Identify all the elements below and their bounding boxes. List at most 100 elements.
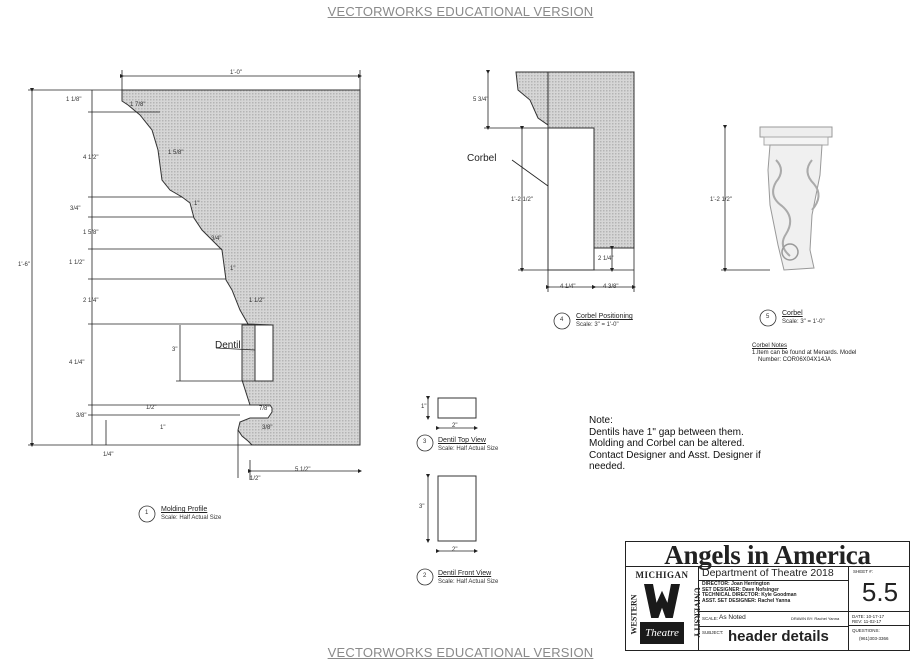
corbel-pos-label: Corbel	[467, 153, 497, 164]
dim-dentil-h: 3"	[172, 347, 178, 353]
corbel-height: 1'-2 1/2"	[710, 197, 732, 203]
molding-profile-shape	[121, 89, 361, 446]
sheet-box: SHEET #: 5.5	[848, 566, 910, 611]
scale-row: SCALE: As Noted DRAWN BY: Rachel Yanna	[699, 611, 848, 627]
logo-western: WESTERN	[629, 594, 639, 635]
corbel-pos-top: 5 3/4"	[473, 97, 489, 103]
corbel-pos-caption: Corbel Positioning Scale: 3" = 1'-0"	[576, 313, 633, 329]
dim-h1: 1 7/8"	[130, 102, 146, 108]
dentil-front-w: 2"	[452, 547, 458, 553]
logo-w-mark	[644, 584, 680, 618]
molding-caption: Molding Profile Scale: Half Actual Size	[161, 506, 221, 522]
questions-box: QUESTIONS: (961)303-3366	[848, 625, 910, 651]
questions-label: QUESTIONS:	[852, 628, 880, 633]
dim-b3: 1"	[160, 425, 166, 431]
note-line: Molding and Corbel can be altered.	[589, 438, 745, 449]
corbel-pos-caption-scale: Scale: 3" = 1'-0"	[576, 322, 619, 328]
logo-theatre: Theatre	[640, 622, 684, 644]
general-note: Note: Dentils have 1" gap between them. …	[589, 415, 761, 473]
questions-phone: (961)303-3366	[859, 636, 889, 641]
dim-h6: 1 1/2"	[249, 298, 265, 304]
note-line: Dentils have 1" gap between them.	[589, 426, 744, 438]
dept-name: Department of Theatre 2018	[699, 566, 848, 581]
corbel-notes: Corbel Notes 1.Item can be found at Mena…	[752, 343, 856, 364]
dentil-front-caption-title: Dentil Front View	[438, 570, 492, 577]
dim-b5: 1/2"	[250, 476, 261, 482]
dim-d7: 4 1/4"	[69, 360, 85, 366]
corbel-pos-w1: 4 1/4"	[560, 284, 576, 290]
corbel-caption: Corbel Scale: 3" = 1'-0"	[782, 310, 825, 326]
dim-d1: 1 1/8"	[66, 97, 82, 103]
dim-h3: 1"	[194, 201, 200, 207]
sheet-number: 5.5	[861, 577, 899, 607]
molding-caption-num: 1	[145, 510, 149, 516]
dim-d9: 1/4"	[103, 452, 114, 458]
corbel-notes-line1: 1.Item can be found at Menards. Model	[752, 350, 857, 356]
corbel-pos-body	[547, 127, 595, 271]
watermark-top: VECTORWORKS EDUCATIONAL VERSION	[327, 4, 594, 19]
dentil-top-w: 2"	[452, 423, 458, 429]
molding-caption-title: Molding Profile	[161, 506, 208, 513]
dentil-block	[254, 324, 274, 382]
dentil-top-h: 1"	[421, 404, 427, 410]
dentil-top-caption-num: 3	[423, 439, 427, 445]
dim-h5: 1"	[230, 266, 236, 272]
credit-line: DIRECTOR: Joan Herrington	[702, 581, 770, 587]
dentil-top-caption: Dentil Top View Scale: Half Actual Size	[438, 437, 498, 453]
corbel-pos-gap: 2 1/4"	[598, 256, 614, 262]
dentil-top-caption-scale: Scale: Half Actual Size	[438, 446, 499, 452]
revision: REV: 11-02-17	[852, 619, 882, 624]
scale-label: SCALE:	[702, 616, 719, 621]
corbel-pos-height: 1'-2 1/2"	[511, 197, 533, 203]
dentil-front-h: 3"	[419, 504, 425, 510]
credit-line: ASST. SET DESIGNER: Rachel Yanna	[702, 597, 791, 604]
dim-d3: 3/4"	[70, 206, 81, 212]
corbel-pos-caption-num: 4	[560, 317, 564, 323]
corbel-illustration	[759, 126, 833, 271]
drawn-by: DRAWN BY: Rachel Yanna	[791, 616, 840, 621]
dentil-front-caption-num: 2	[423, 573, 427, 579]
date-box: DATE: 10-17-17 REV: 11-02-17	[848, 611, 910, 626]
dim-width-top: 1'-0"	[230, 70, 242, 76]
subject-label: SUBJECT:	[702, 630, 724, 635]
corbel-caption-num: 5	[766, 314, 770, 320]
dentil-front-caption: Dentil Front View Scale: Half Actual Siz…	[438, 570, 498, 586]
dim-b6: 5 1/2"	[295, 467, 311, 473]
corbel-caption-title: Corbel	[782, 310, 803, 317]
credits: DIRECTOR: Joan Herrington SET DESIGNER: …	[702, 581, 797, 604]
title-block: Angels in America MICHIGAN WESTERN UNIVE…	[625, 541, 910, 651]
dentil-top-rect	[437, 397, 477, 419]
dim-d5: 1 1/2"	[69, 260, 85, 266]
credit-line: SET DESIGNER: Dave Nofsinger	[702, 586, 779, 593]
scale-value: As Noted	[719, 614, 746, 621]
dentil-top-caption-title: Dentil Top View	[438, 437, 486, 444]
molding-caption-scale: Scale: Half Actual Size	[161, 515, 222, 521]
corbel-pos-caption-title: Corbel Positioning	[576, 313, 633, 320]
show-title: Angels in America	[626, 542, 909, 569]
corbel-pos-w2: 4 3/8"	[603, 284, 619, 290]
note-line: needed.	[589, 461, 626, 472]
corbel-caption-scale: Scale: 3" = 1'-0"	[782, 319, 825, 325]
sheet-label: SHEET #:	[853, 569, 873, 574]
logo-michigan: MICHIGAN	[635, 570, 689, 580]
note-line: Contact Designer and Asst. Designer if	[589, 449, 761, 461]
corbel-notes-line2: Number: COR06X04X14JA	[758, 357, 832, 363]
dentil-front-rect	[437, 475, 477, 542]
university-logo: MICHIGAN WESTERN UNIVERSITY Theatre	[626, 566, 702, 650]
dentil-front-caption-scale: Scale: Half Actual Size	[438, 579, 499, 585]
dim-b4: 3/8"	[262, 425, 273, 431]
note-title: Note:	[589, 415, 613, 426]
dentil-label: Dentil	[215, 340, 241, 351]
credit-line: TECHNICAL DIRECTOR: Kyle Goodman	[702, 592, 797, 599]
dim-d6: 2 1/4"	[83, 298, 99, 304]
dim-b1: 1/2"	[146, 405, 157, 411]
dim-h2: 1 5/8"	[168, 150, 184, 156]
corbel-notes-title: Corbel Notes	[752, 343, 788, 349]
watermark-bottom: VECTORWORKS EDUCATIONAL VERSION	[327, 645, 594, 660]
corbel-pos-crown	[515, 71, 549, 126]
date: DATE: 10-17-17	[852, 614, 885, 619]
dim-b2: 7/8"	[259, 406, 270, 412]
dim-height-total: 1'-6"	[18, 262, 30, 268]
dim-d2: 4 1/2"	[83, 155, 99, 161]
